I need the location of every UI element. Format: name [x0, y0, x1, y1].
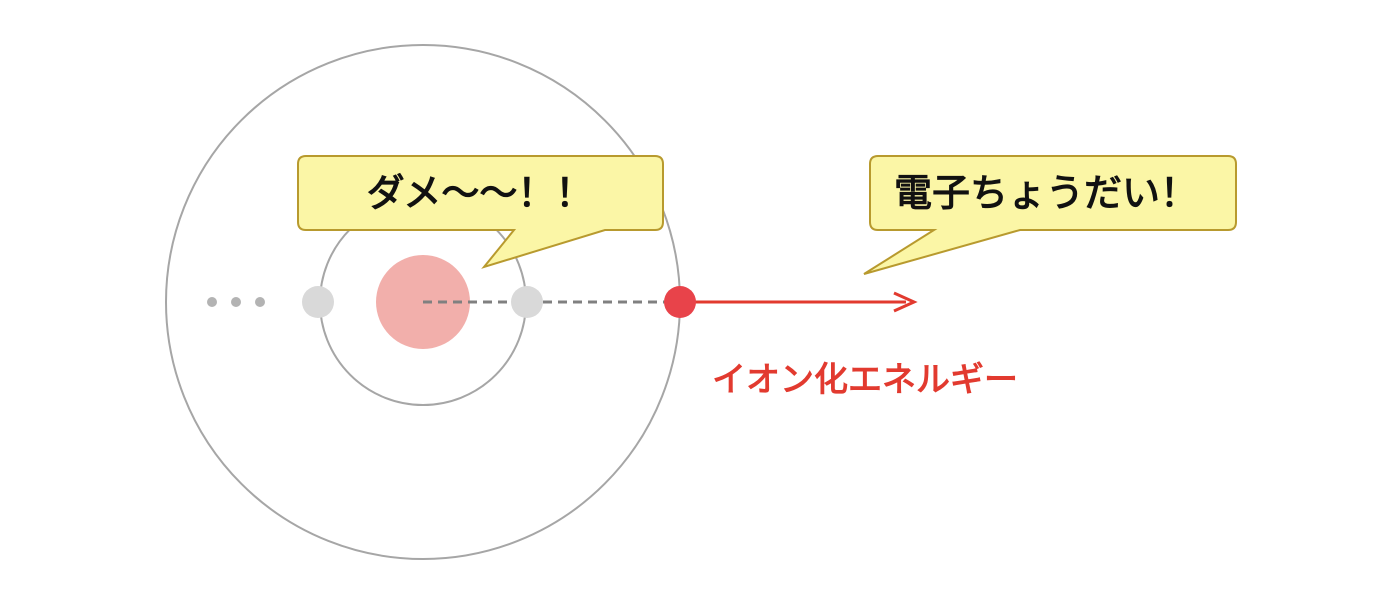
outer-electron	[664, 286, 696, 318]
energy-arrow-head	[893, 291, 918, 313]
ellipsis-dot	[207, 297, 217, 307]
ellipsis-dots	[207, 297, 265, 307]
ionization-energy-label: イオン化エネルギー	[712, 360, 1018, 400]
ellipsis-dot	[255, 297, 265, 307]
nucleus-speech-bubble: ダメ〜〜！！	[297, 155, 664, 269]
ellipsis-dot	[231, 297, 241, 307]
nucleus-speech-text: ダメ〜〜！！	[367, 171, 594, 215]
outside-speech-text: 電子ちょうだい！	[894, 171, 1198, 215]
outside-speech-bubble: 電子ちょうだい！	[863, 155, 1237, 275]
inner-electron-left	[302, 286, 334, 318]
inner-electron-right	[511, 286, 543, 318]
